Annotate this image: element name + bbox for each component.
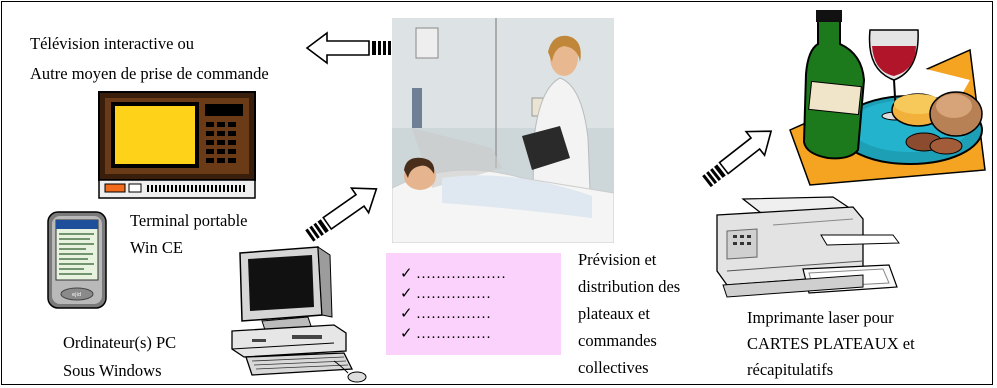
printer-label-line1: Imprimante laser pour (747, 308, 894, 327)
hospital-photo (392, 18, 614, 243)
pc-label-line1: Ordinateur(s) PC (63, 333, 177, 352)
laser-printer-icon (716, 196, 900, 298)
prevision-label-line2: distribution des (578, 277, 681, 296)
pda-terminal-icon: ejid (47, 211, 107, 309)
arrow-left-icon (305, 31, 391, 65)
tv-label-line1: Télévision interactive ou (30, 34, 195, 53)
svg-text:ejid: ejid (72, 292, 81, 298)
arrow-up-right-icon (702, 130, 773, 188)
terminal-label-line1: Terminal portable (130, 211, 248, 230)
checklist-row: ✓…………… (400, 306, 491, 322)
arrow-down-left-icon (305, 187, 378, 242)
terminal-label-line2: Win CE (130, 238, 183, 257)
prevision-label-line1: Prévision et (578, 250, 657, 269)
checklist-row: ✓…………… (400, 326, 491, 342)
checkmark-icon: ✓ (400, 306, 413, 322)
printer-label-line2: CARTES PLATEAUX et (747, 334, 915, 353)
television-icon (98, 91, 256, 199)
prevision-label-line5: collectives (578, 358, 649, 377)
prevision-label-line3: plateaux et (578, 304, 650, 323)
pc-label-line2: Sous Windows (63, 361, 162, 380)
checklist-row: ✓……………… (400, 266, 506, 282)
prevision-label-line4: commandes (578, 331, 657, 350)
checklist-row: ✓…………… (400, 286, 491, 302)
checklist-box: ✓……………… ✓…………… ✓…………… ✓…………… (386, 253, 561, 355)
checkmark-icon: ✓ (400, 286, 413, 302)
checkmark-icon: ✓ (400, 326, 413, 342)
desktop-pc-icon (231, 246, 367, 383)
meal-tray-icon (789, 10, 986, 186)
checkmark-icon: ✓ (400, 266, 413, 282)
tv-label-line2: Autre moyen de prise de commande (30, 64, 269, 83)
printer-label-line3: récapitulatifs (747, 360, 834, 379)
